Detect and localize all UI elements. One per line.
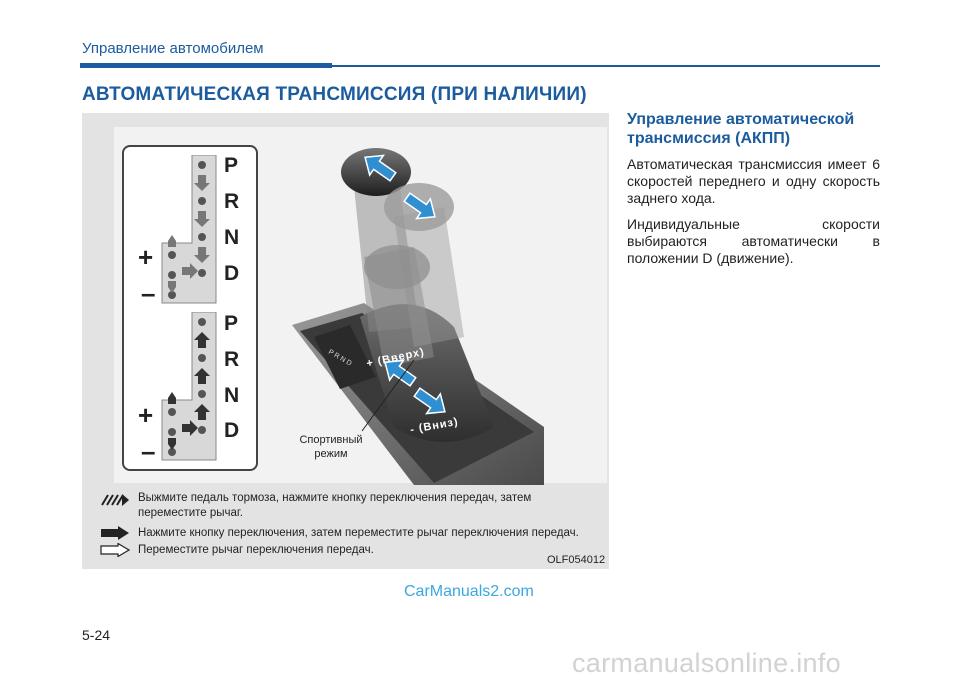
gate-top-p: P	[224, 154, 239, 177]
page-number: 5-24	[82, 627, 111, 643]
gate-top-n: N	[224, 226, 240, 249]
footer-watermark: carmanualsonline.info	[572, 648, 841, 678]
gear-lever-illustration: P R N D	[292, 148, 544, 485]
shift-gate-bottom	[161, 312, 217, 461]
right-column: Управление автоматической трансмиссия (А…	[627, 110, 880, 276]
gate-top-plus: +	[138, 242, 154, 272]
legend-item-2: Нажмите кнопку переключения, затем перем…	[138, 527, 579, 539]
section-title: АВТОМАТИЧЕСКАЯ ТРАНСМИССИЯ (ПРИ НАЛИЧИИ)	[82, 84, 587, 105]
legend-item-3: Переместите рычаг переключения передач.	[138, 544, 374, 556]
figure-code: OLF054012	[547, 554, 606, 566]
subsection-title: Управление автоматической трансмиссия (А…	[627, 111, 855, 147]
shift-gate-top	[161, 155, 217, 304]
gate-bottom-n: N	[224, 384, 240, 407]
outline-arrow-icon	[100, 543, 130, 557]
watermark-link[interactable]: CarManuals2.com	[404, 583, 534, 600]
gate-bottom-r: R	[224, 348, 240, 371]
paragraph-2: Индивидуальные скорости выбираются автом…	[627, 216, 880, 266]
paragraph-1: Автоматическая трансмиссия имеет 6 скоро…	[627, 156, 880, 206]
solid-arrow-icon	[101, 526, 129, 540]
header-rule	[80, 63, 332, 68]
gate-bottom-d: D	[224, 419, 240, 442]
legend-item-1: Выжмите педаль тормоза, нажмите кнопку п…	[138, 492, 532, 519]
gate-top-d: D	[224, 262, 240, 285]
gate-top-minus: –	[141, 278, 156, 308]
gate-bottom-minus: –	[141, 436, 156, 466]
header-title: Управление автомобилем	[82, 40, 264, 57]
header-rule-thin	[332, 65, 880, 67]
sport-mode-label: Спортивный режим	[299, 434, 363, 460]
gate-top-r: R	[224, 190, 240, 213]
gate-bottom-plus: +	[138, 400, 154, 430]
gate-bottom-p: P	[224, 312, 239, 335]
hatched-arrow-icon	[101, 494, 129, 506]
